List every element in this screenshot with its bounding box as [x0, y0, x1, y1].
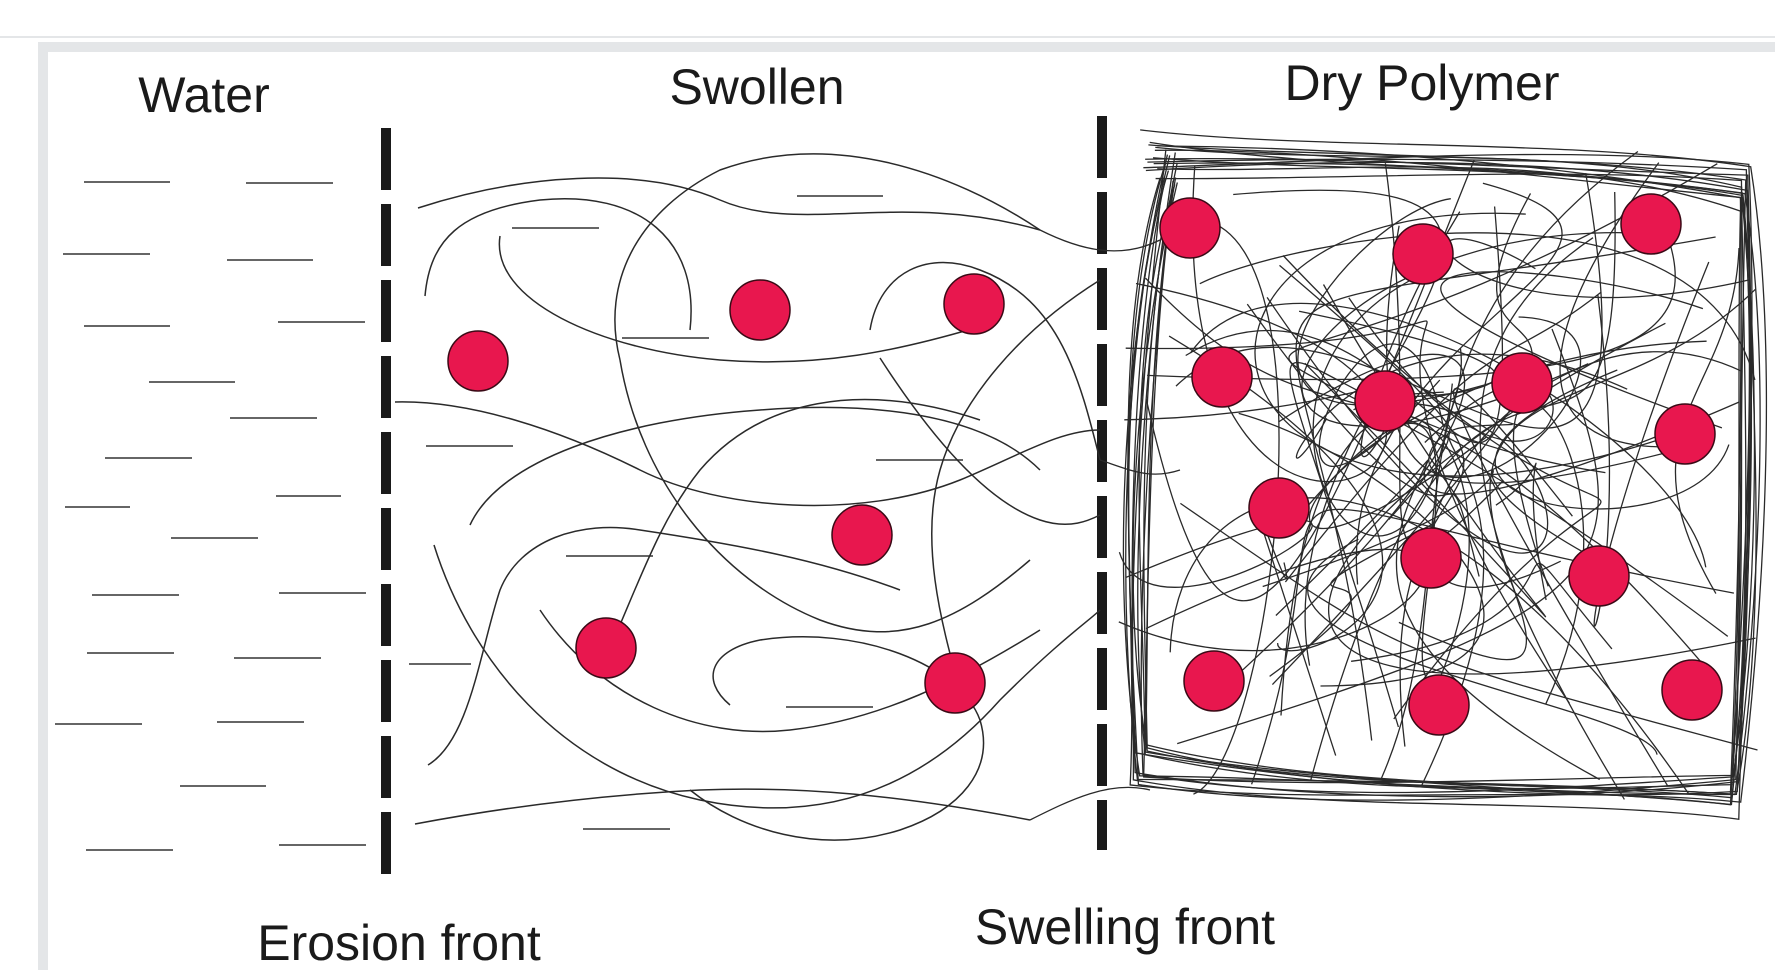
water-region-label: Water: [138, 67, 270, 123]
polymer-chain: [1030, 787, 1150, 820]
polymer-chain: [1253, 497, 1336, 755]
top-divider: [0, 36, 1775, 38]
polymer-chain: [1186, 207, 1503, 443]
drug-particle: [1184, 651, 1244, 711]
drug-particle: [944, 274, 1004, 334]
diagram-canvas: Water Swollen Dry Polymer Erosion front …: [48, 52, 1775, 970]
polymer-chain: [415, 789, 1030, 824]
drug-particle: [1569, 546, 1629, 606]
drug-particle: [1249, 478, 1309, 538]
swollen-region-label: Swollen: [669, 59, 844, 115]
polymer-chain: [932, 280, 1100, 690]
polymer-chain: [418, 178, 1040, 230]
polymer-chain: [610, 400, 980, 648]
drug-particle: [730, 280, 790, 340]
drug-particle: [832, 505, 892, 565]
drug-particle: [1160, 198, 1220, 258]
drug-particle: [1621, 194, 1681, 254]
polymer-swelling-diagram: Water Swollen Dry Polymer Erosion front …: [48, 52, 1775, 970]
drug-particle: [1662, 660, 1722, 720]
drug-particle: [1393, 224, 1453, 284]
drug-particle: [448, 331, 508, 391]
drug-particle: [1655, 404, 1715, 464]
drug-particle: [1409, 675, 1469, 735]
drug-particle: [1192, 347, 1252, 407]
drug-particle: [1401, 528, 1461, 588]
polymer-chain: [1100, 460, 1180, 474]
drug-particle: [576, 618, 636, 678]
swollen-polymer-chains: [395, 154, 1100, 840]
dry-polymer-region-label: Dry Polymer: [1284, 55, 1559, 111]
polymer-chain: [1252, 509, 1734, 784]
drug-particle: [1492, 353, 1552, 413]
water-molecules: [55, 182, 963, 850]
polymer-chain: [1119, 549, 1425, 650]
erosion-front-label: Erosion front: [257, 915, 541, 970]
polymer-chain: [428, 528, 900, 766]
polymer-chain: [425, 199, 691, 330]
polymer-chain: [880, 358, 1100, 524]
polymer-chain: [395, 402, 1100, 506]
drug-particle: [1355, 371, 1415, 431]
figure-frame: Water Swollen Dry Polymer Erosion front …: [38, 42, 1775, 970]
swelling-front-label: Swelling front: [975, 899, 1275, 955]
top-strip: [0, 0, 1775, 38]
drug-particle: [925, 653, 985, 713]
polymer-chain: [1146, 278, 1718, 681]
